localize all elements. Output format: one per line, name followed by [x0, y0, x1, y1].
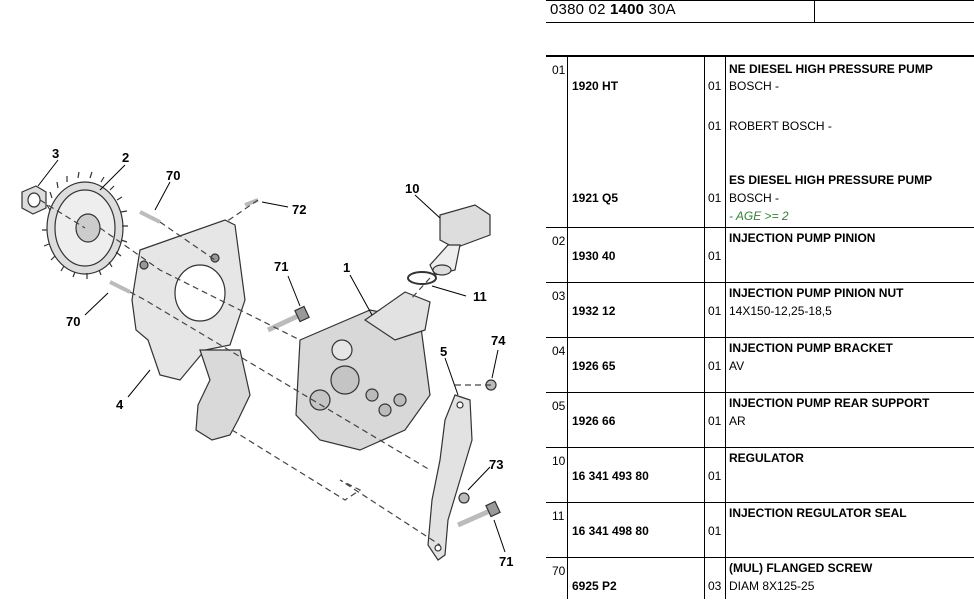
callout-3: 3 — [52, 146, 59, 161]
pump-body-drawing — [295, 291, 431, 451]
callout-5: 5 — [440, 344, 447, 359]
callout-1: 1 — [343, 260, 350, 275]
regulator-seal-drawing — [407, 271, 437, 285]
table-row[interactable]: 02 INJECTION PUMP PINION 1930 40 01 — [546, 228, 974, 283]
rear-support-drawing — [427, 394, 473, 561]
callout-70b: 70 — [66, 314, 80, 329]
callout-4: 4 — [116, 397, 124, 412]
table-row[interactable]: 03 INJECTION PUMP PINION NUT 1932 12 01 … — [546, 283, 974, 338]
assembly-lines — [39, 199, 491, 546]
callout-72: 72 — [292, 202, 306, 217]
callout-73: 73 — [489, 457, 503, 472]
table-row[interactable]: 04 INJECTION PUMP BRACKET 1926 65 01 AV — [546, 338, 974, 393]
parts-table: 0380 02 1400 30A 01 NE DIESEL HIGH PRESS… — [546, 0, 974, 599]
callout-71: 71 — [274, 259, 288, 274]
pinion-gear-drawing — [42, 171, 128, 279]
callout-11: 11 — [473, 289, 487, 304]
regulator-drawing — [429, 204, 491, 276]
callout-10: 10 — [405, 181, 419, 196]
table-row[interactable]: 10 REGULATOR 16 341 493 80 01 — [546, 448, 974, 503]
leader-lines — [37, 159, 506, 553]
table-row[interactable]: 05 INJECTION PUMP REAR SUPPORT 1926 66 0… — [546, 393, 974, 448]
callout-74: 74 — [491, 333, 506, 348]
reference-number: 0380 02 1400 30A — [550, 1, 676, 18]
table-row[interactable]: 01 NE DIESEL HIGH PRESSURE PUMP 1920 HT … — [546, 57, 974, 228]
reference-header: 0380 02 1400 30A — [546, 0, 974, 23]
table-row[interactable]: 70 (MUL) FLANGED SCREW 6925 P2 03 DIAM 8… — [552, 561, 873, 593]
callout-2: 2 — [122, 150, 129, 165]
table-row[interactable]: 11 INJECTION REGULATOR SEAL 16 341 498 8… — [546, 503, 974, 558]
callout-70: 70 — [166, 168, 180, 183]
front-bracket-drawing — [131, 219, 251, 441]
exploded-diagram: 3 2 70 72 10 71 1 11 70 5 74 4 73 71 — [21, 146, 513, 569]
callout-71b: 71 — [499, 554, 513, 569]
blank-header — [546, 21, 974, 57]
pinion-nut-drawing — [21, 185, 47, 215]
